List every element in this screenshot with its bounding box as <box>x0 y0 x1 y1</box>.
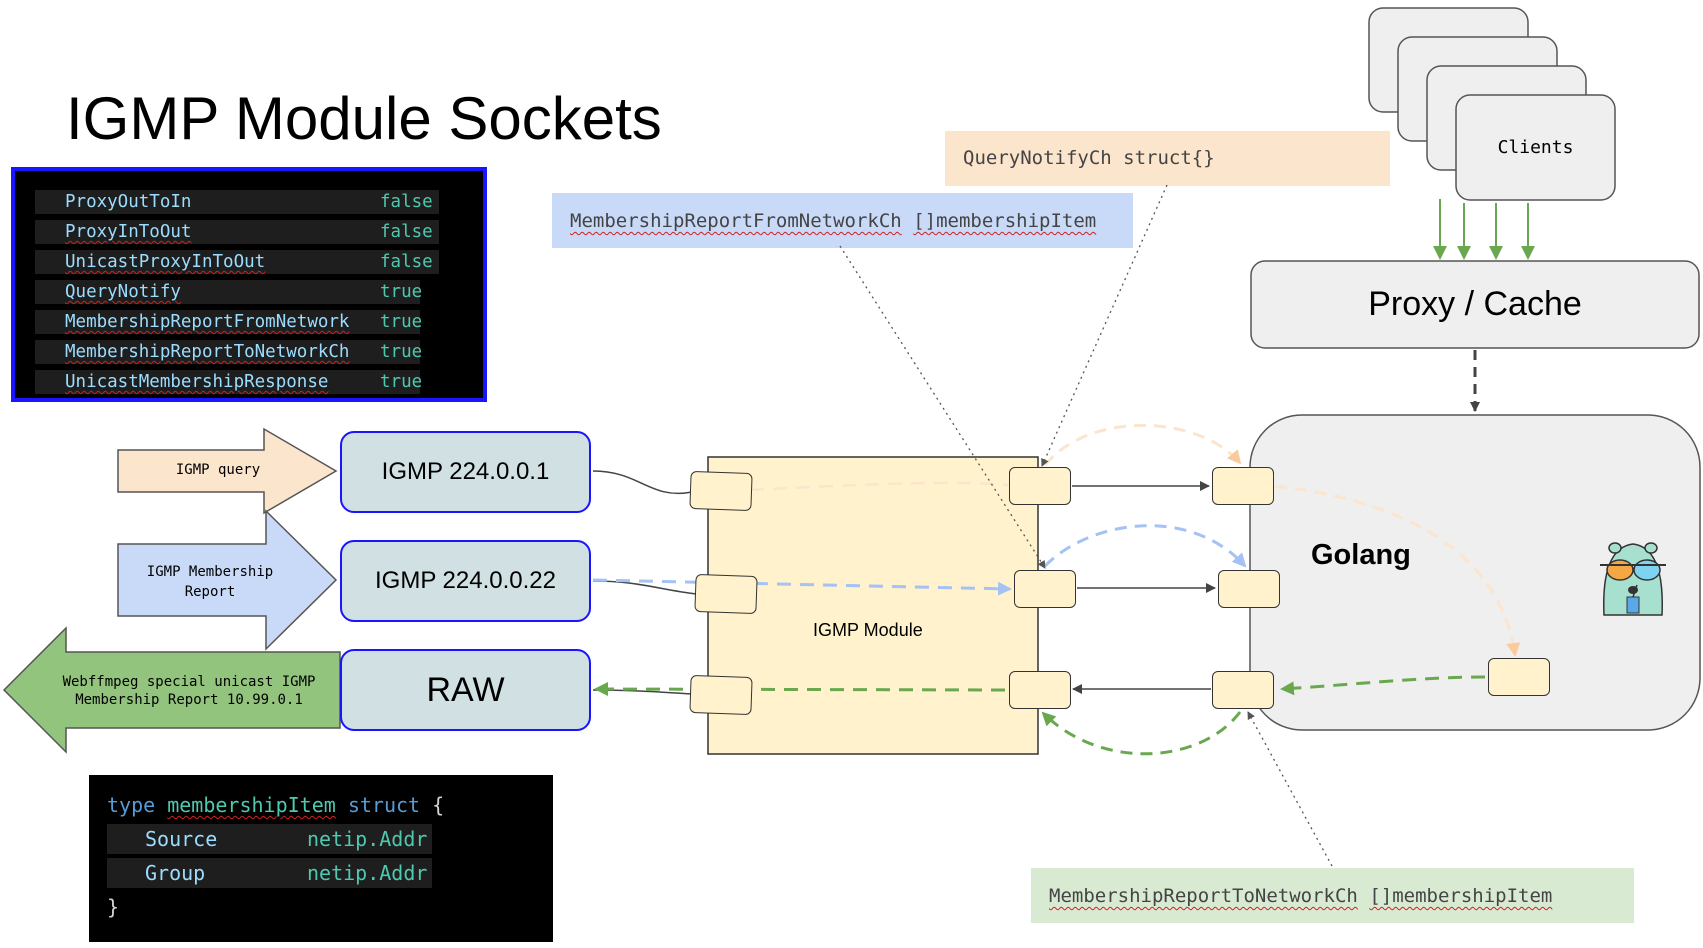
flag-value: true <box>380 372 423 392</box>
igmp-query-arrow-shape <box>117 427 338 515</box>
pointer-query-notify <box>1041 184 1168 467</box>
keyword-struct: struct <box>347 793 421 817</box>
label-text: Webffmpeg special unicast IGMP <box>62 674 316 690</box>
flag-value: true <box>380 282 423 302</box>
igmp-query-label: IGMP query <box>118 462 318 478</box>
channel-name: QueryNotifyCh <box>963 147 1112 169</box>
golang-label: Golang <box>1311 539 1411 571</box>
channel-name: MembershipReportToNetworkCh <box>1049 885 1358 907</box>
report-to-network-channel-note: MembershipReportToNetworkCh []membership… <box>1031 868 1634 923</box>
pointer-report-to <box>1247 711 1333 867</box>
flag-value: false <box>380 192 433 212</box>
struct-code-panel: type membershipItem struct { Source neti… <box>89 775 553 942</box>
flag-row: MembershipReportFromNetwork true <box>35 310 423 334</box>
flag-value: true <box>380 342 423 362</box>
igmp-224-0-0-1-socket: IGMP 224.0.0.1 <box>340 431 591 513</box>
igmp-module-box <box>707 456 1039 755</box>
igmp-report-label: IGMP Membership Report <box>118 562 302 602</box>
socket-label: IGMP 224.0.0.1 <box>381 458 550 485</box>
field-type: Addr <box>379 861 428 885</box>
client-box <box>1455 94 1616 201</box>
flag-name: MembershipReportFromNetwork <box>65 312 350 332</box>
channel-type: []membershipItem <box>1369 885 1553 907</box>
raw-socket: RAW <box>340 649 591 731</box>
channel-type: struct{} <box>1123 147 1215 169</box>
field-name: Group <box>145 861 206 885</box>
unicast-report-arrow-shape <box>2 626 341 754</box>
field-name: Source <box>145 827 218 851</box>
igmp-module-label: IGMP Module <box>813 620 923 640</box>
flag-name: UnicastProxyInToOut <box>65 252 266 272</box>
socket-label: IGMP 224.0.0.22 <box>374 567 556 594</box>
module-socket-left-raw <box>689 674 753 716</box>
struct-line: } <box>107 892 119 922</box>
flag-name: QueryNotify <box>65 282 181 302</box>
module-socket-right-report <box>1014 570 1076 608</box>
struct-line: type membershipItem struct { <box>107 790 444 820</box>
field-package: netip. <box>307 827 380 851</box>
flag-name: MembershipReportToNetworkCh <box>65 342 350 362</box>
flag-name: ProxyOutToIn <box>65 192 192 212</box>
field-package: netip. <box>307 861 380 885</box>
blue-report-flow <box>592 578 1012 596</box>
flag-name: UnicastMembershipResponse <box>65 372 329 392</box>
orange-query-flow <box>749 481 1011 492</box>
label-text: IGMP query <box>175 462 261 478</box>
keyword-type: type <box>107 793 156 817</box>
wire <box>592 470 693 495</box>
module-socket-left-report <box>694 573 758 615</box>
socket-label: RAW <box>426 670 505 709</box>
flag-value: false <box>380 222 433 242</box>
flag-row: UnicastProxyInToOut false <box>35 250 439 274</box>
clients-label: Clients <box>1497 137 1574 158</box>
flag-name: ProxyInToOut <box>65 222 192 242</box>
struct-line: Source netip.Addr <box>107 824 432 854</box>
field-type: Addr <box>379 827 428 851</box>
golang-socket-inner <box>1488 658 1550 696</box>
wire <box>592 580 698 595</box>
struct-line: Group netip.Addr <box>107 858 432 888</box>
unicast-report-label: Webffmpeg special unicast IGMP Membershi… <box>44 673 334 709</box>
green-report-flow <box>1280 675 1486 696</box>
flag-row: ProxyInToOut false <box>35 220 439 244</box>
flag-row: MembershipReportToNetworkCh true <box>35 340 423 364</box>
brace-close: } <box>107 895 120 919</box>
brace-open: { <box>432 793 445 817</box>
blue-report-curve <box>1043 524 1247 568</box>
flag-row: UnicastMembershipResponse true <box>35 370 423 394</box>
orange-query-to-gopher <box>1274 484 1521 657</box>
gopher-icon <box>1600 542 1666 616</box>
flag-value: false <box>380 252 433 272</box>
module-socket-right-raw <box>1009 671 1071 709</box>
proxy-cache-box <box>1250 260 1700 349</box>
igmp-report-arrow-shape <box>117 509 338 651</box>
flag-row: QueryNotify true <box>35 280 423 304</box>
flags-code-panel: ProxyOutToIn false ProxyInToOut false Un… <box>11 167 487 402</box>
channel-name: MembershipReportFromNetworkCh <box>570 210 902 232</box>
flag-value: true <box>380 312 423 332</box>
label-text: Report <box>184 584 236 600</box>
page-title: IGMP Module Sockets <box>66 85 662 152</box>
module-socket-right-query <box>1009 467 1071 505</box>
green-report-curve <box>1041 711 1242 756</box>
golang-socket-raw <box>1212 671 1274 709</box>
module-socket-left-query <box>689 470 753 512</box>
igmp-224-0-0-22-socket: IGMP 224.0.0.22 <box>340 540 591 622</box>
proxy-cache-label: Proxy / Cache <box>1368 285 1582 323</box>
label-text: IGMP Membership <box>146 564 274 580</box>
query-notify-channel-note: QueryNotifyCh struct{} <box>945 131 1390 186</box>
golang-socket-query <box>1212 467 1274 505</box>
pointer-report-from <box>839 245 1046 569</box>
report-from-network-channel-note: MembershipReportFromNetworkCh []membersh… <box>552 193 1133 248</box>
struct-name: membershipItem <box>167 793 336 817</box>
flag-row: ProxyOutToIn false <box>35 190 439 214</box>
channel-type: []membershipItem <box>913 210 1097 232</box>
orange-query-curve <box>1043 423 1242 466</box>
golang-socket-report <box>1218 570 1280 608</box>
label-text: Membership Report 10.99.0.1 <box>75 692 303 708</box>
